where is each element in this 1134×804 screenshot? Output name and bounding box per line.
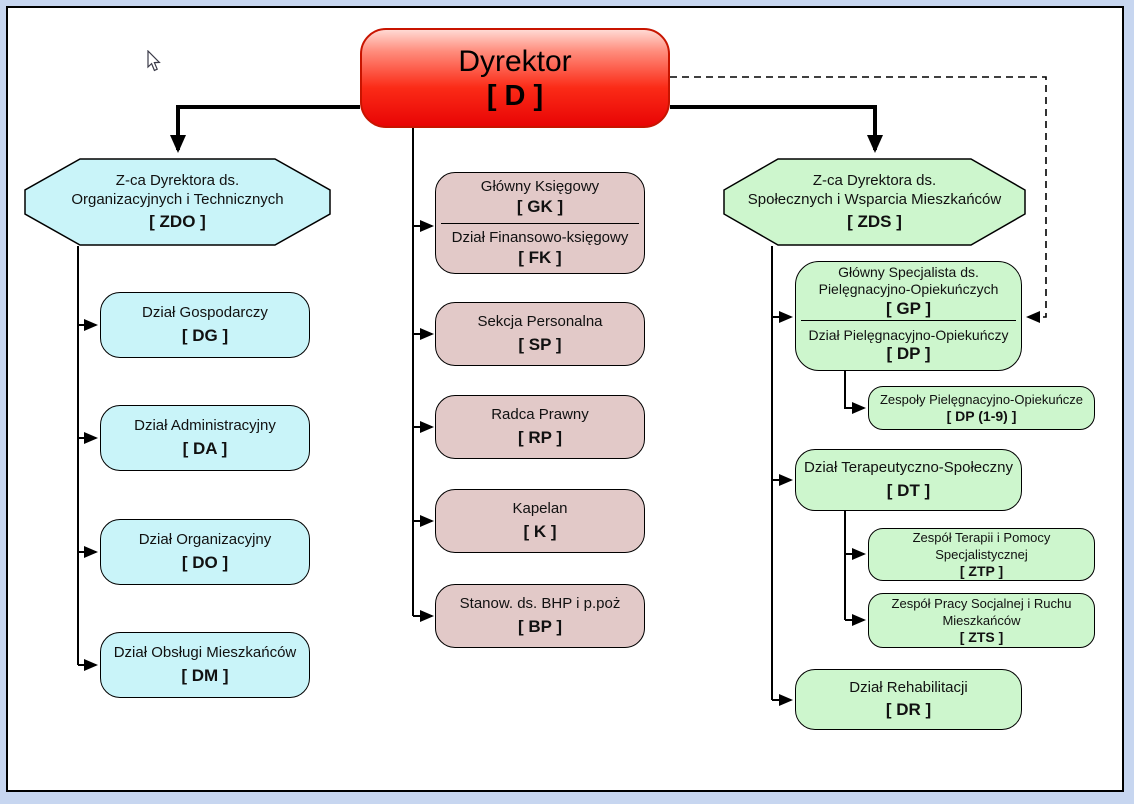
node-title: Zespół Pracy Socjalnej i Ruchu Mieszkańc… — [891, 596, 1072, 628]
node-title: Kapelan — [512, 500, 568, 518]
node-section-gp: Główny Specjalista ds. Pielęgnacyjno-Opi… — [801, 262, 1016, 320]
node-code: [ BP ] — [517, 616, 563, 636]
node-code: [ DA ] — [182, 438, 228, 458]
node-title: Sekcja Personalna — [477, 313, 603, 331]
node-gp-dp[interactable]: Główny Specjalista ds. Pielęgnacyjno-Opi… — [795, 261, 1022, 371]
node-code: [ ZTS ] — [959, 628, 1004, 645]
node-title: Radca Prawny — [491, 406, 589, 424]
node-code: [ GP ] — [885, 298, 932, 318]
node-sp[interactable]: Sekcja Personalna [ SP ] — [435, 302, 645, 366]
node-code: [ GK ] — [516, 197, 564, 217]
node-title: Z-ca Dyrektora ds. Społecznych i Wsparci… — [747, 171, 1002, 208]
node-rp[interactable]: Radca Prawny [ RP ] — [435, 395, 645, 459]
node-title: Dział Obsługi Mieszkańców — [113, 644, 297, 662]
node-title: Dział Rehabilitacji — [849, 678, 968, 696]
node-code: [ SP ] — [518, 334, 562, 354]
node-code: [ DP (1-9) ] — [946, 408, 1017, 425]
node-code: [ FK ] — [518, 247, 562, 267]
node-code: [ K ] — [523, 521, 557, 541]
node-code: [ RP ] — [517, 427, 563, 447]
node-section-dp: Dział Pielęgnacyjno-Opiekuńczy [ DP ] — [801, 320, 1016, 370]
node-title: Dział Administracyjny — [134, 417, 276, 435]
node-code: [ DO ] — [181, 552, 229, 572]
node-title: Dział Pielęgnacyjno-Opiekuńczy — [808, 326, 1009, 343]
node-gk-fk[interactable]: Główny Księgowy [ GK ] Dział Finansowo-k… — [435, 172, 645, 274]
node-title: Dział Finansowo-księgowy — [451, 228, 629, 246]
node-code: [ DM ] — [181, 665, 229, 685]
node-dg[interactable]: Dział Gospodarczy [ DG ] — [100, 292, 310, 358]
node-dm[interactable]: Dział Obsługi Mieszkańców [ DM ] — [100, 632, 310, 698]
node-section-fk: Dział Finansowo-księgowy [ FK ] — [441, 222, 639, 274]
node-ztp[interactable]: Zespół Terapii i Pomocy Specjalistycznej… — [868, 528, 1095, 581]
node-code: [ ZTP ] — [959, 562, 1004, 579]
node-code: [ ZDS ] — [847, 212, 902, 232]
node-code: [ DT ] — [886, 480, 931, 500]
node-title: Zespoły Pielęgnacyjno-Opiekuńcze — [879, 391, 1084, 407]
node-bp[interactable]: Stanow. ds. BHP i p.poż [ BP ] — [435, 584, 645, 648]
node-title: Dział Terapeutyczno-Społeczny — [804, 459, 1013, 477]
node-title: Dział Organizacyjny — [138, 531, 272, 549]
node-code: [ DG ] — [181, 325, 229, 345]
node-dyrektor[interactable]: Dyrektor [ D ] — [360, 28, 670, 128]
node-title: Dział Gospodarczy — [142, 304, 268, 322]
node-title: Główny Specjalista ds. Pielęgnacyjno-Opi… — [818, 263, 999, 298]
node-zdo[interactable]: Z-ca Dyrektora ds. Organizacyjnych i Tec… — [24, 158, 331, 246]
node-dp19[interactable]: Zespoły Pielęgnacyjno-Opiekuńcze [ DP (1… — [868, 386, 1095, 430]
node-k[interactable]: Kapelan [ K ] — [435, 489, 645, 553]
node-title: Zespół Terapii i Pomocy Specjalistycznej — [912, 530, 1051, 562]
node-code: [ DR ] — [885, 700, 932, 720]
node-code: [ DP ] — [886, 344, 931, 364]
node-code: [ D ] — [486, 80, 544, 113]
node-code: [ ZDO ] — [149, 212, 206, 232]
node-do[interactable]: Dział Organizacyjny [ DO ] — [100, 519, 310, 585]
octagon-shape — [24, 158, 331, 246]
node-title: Dyrektor — [458, 44, 572, 78]
node-dr[interactable]: Dział Rehabilitacji [ DR ] — [795, 669, 1022, 730]
node-title: Główny Księgowy — [480, 178, 600, 196]
mouse-cursor-icon — [147, 50, 161, 72]
node-zds[interactable]: Z-ca Dyrektora ds. Społecznych i Wsparci… — [723, 158, 1026, 246]
octagon-shape — [723, 158, 1026, 246]
node-dt[interactable]: Dział Terapeutyczno-Społeczny [ DT ] — [795, 449, 1022, 511]
node-da[interactable]: Dział Administracyjny [ DA ] — [100, 405, 310, 471]
node-title: Stanow. ds. BHP i p.poż — [459, 595, 621, 613]
node-title: Z-ca Dyrektora ds. Organizacyjnych i Tec… — [71, 171, 284, 208]
node-section-gk: Główny Księgowy [ GK ] — [441, 173, 639, 223]
node-zts[interactable]: Zespół Pracy Socjalnej i Ruchu Mieszkańc… — [868, 593, 1095, 648]
